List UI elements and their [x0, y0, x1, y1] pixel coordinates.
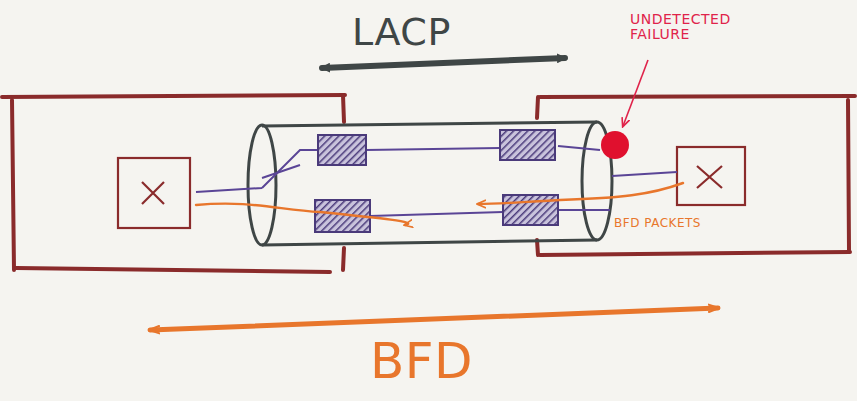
lag-bundle: [248, 122, 612, 245]
failure-dot: [601, 131, 629, 159]
packets-note: BFD PACKETS: [614, 217, 744, 230]
failure-leader: [623, 60, 648, 126]
bfd-span: [150, 308, 718, 330]
bfd-label: BFD: [370, 334, 530, 389]
lacp-label: LACP: [352, 12, 492, 54]
chip-right: [677, 147, 745, 205]
failure-note: UNDETECTED FAILURE: [630, 12, 740, 43]
switch-right: [537, 96, 855, 255]
lacp-span: [322, 58, 565, 68]
bfd-path: [196, 183, 683, 225]
chip-left: [118, 158, 190, 228]
port: [315, 130, 558, 232]
